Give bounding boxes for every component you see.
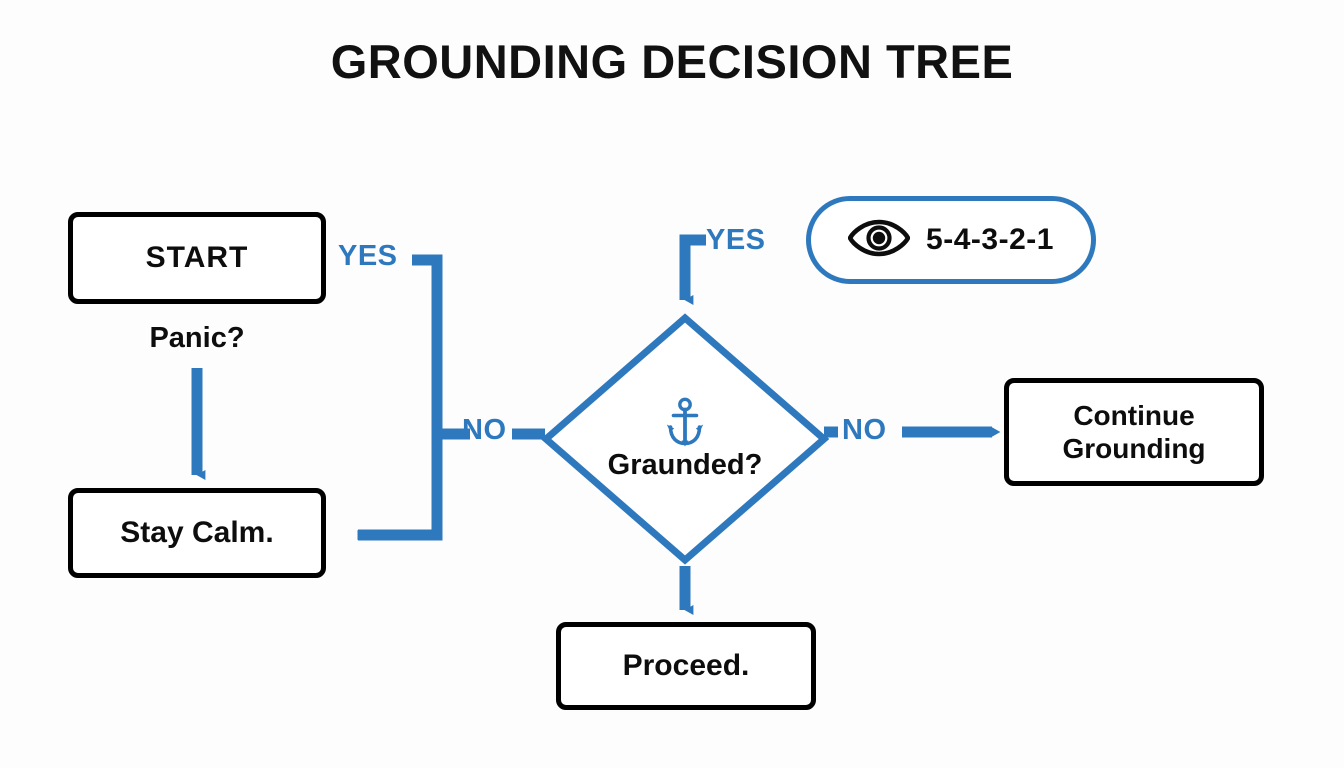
node-continue-grounding-label: Continue Grounding xyxy=(1062,399,1205,465)
node-proceed-label: Proceed. xyxy=(622,649,750,683)
edge-label-yes-decision: YES xyxy=(706,224,766,256)
edge-label-no-decision: NO xyxy=(462,414,507,446)
edge-yes-into-decision xyxy=(679,234,706,305)
edge-yes-start-to-staycalm xyxy=(357,254,443,541)
node-continue-grounding[interactable]: Continue Grounding xyxy=(1004,378,1264,486)
node-technique-pill[interactable]: 5-4-3-2-1 xyxy=(806,196,1096,284)
eye-icon xyxy=(847,219,911,262)
node-start-label: START xyxy=(145,241,249,275)
node-proceed[interactable]: Proceed. xyxy=(556,622,816,710)
node-continue-grounding-line1: Continue xyxy=(1073,399,1195,431)
edge-label-no-continue: NO xyxy=(842,414,887,446)
node-stay-calm-label: Stay Calm. xyxy=(120,516,274,550)
edge-label-yes-start: YES xyxy=(338,240,398,272)
node-stay-calm[interactable]: Stay Calm. xyxy=(68,488,326,578)
node-technique-pill-label: 5-4-3-2-1 xyxy=(926,223,1054,256)
node-start[interactable]: START xyxy=(68,212,326,304)
node-continue-grounding-line2: Grounding xyxy=(1062,433,1206,464)
node-decision[interactable]: Graunded? xyxy=(540,312,830,566)
edge-label-panic: Panic? xyxy=(149,322,245,354)
page-title: GROUNDING DECISION TREE xyxy=(330,35,1014,88)
